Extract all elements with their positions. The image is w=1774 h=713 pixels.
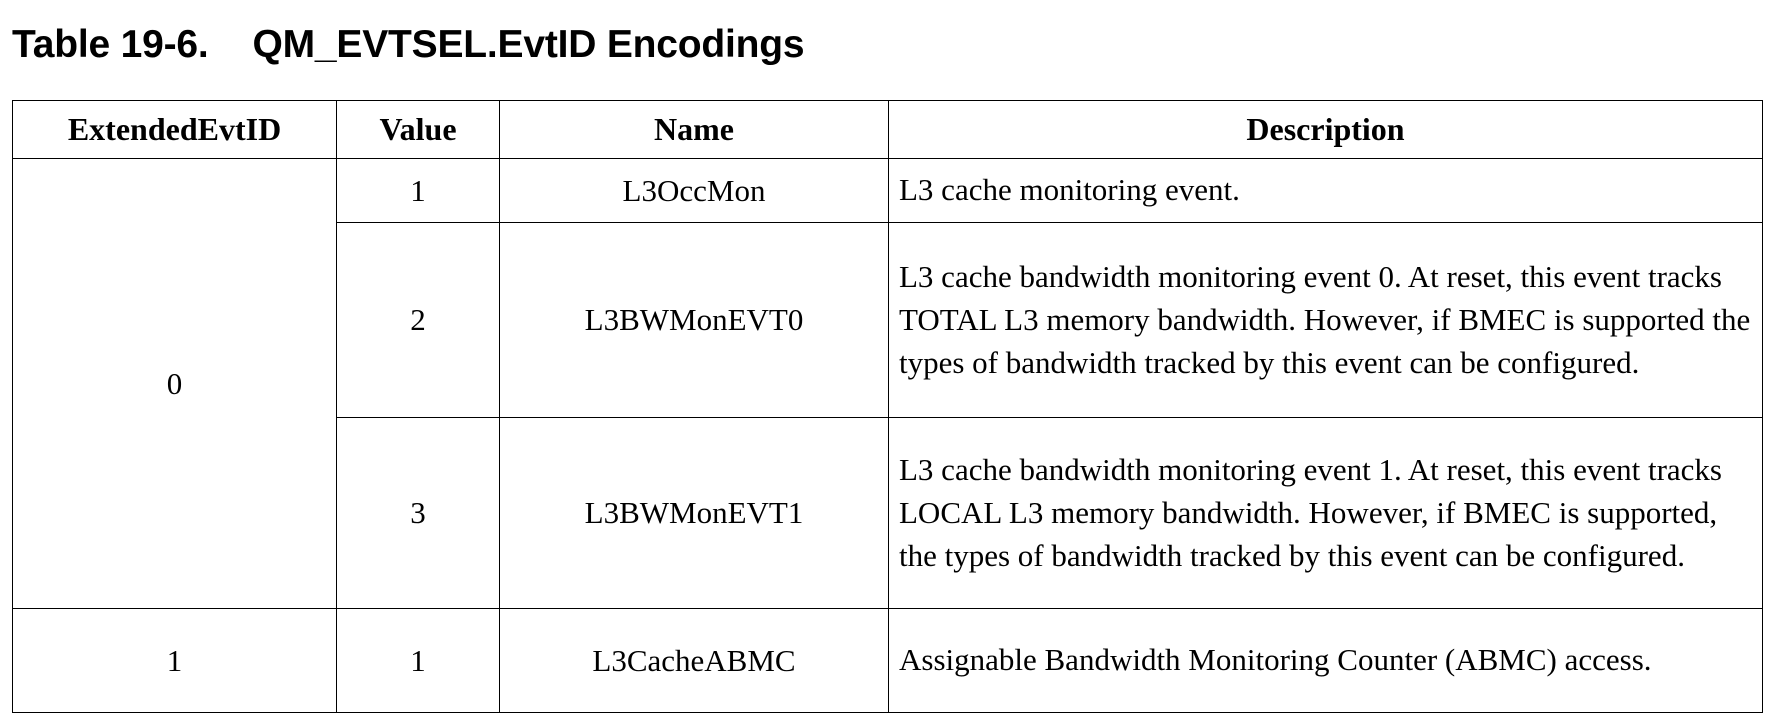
cell-value: 2	[336, 222, 500, 418]
cell-description: L3 cache bandwidth monitoring event 1. A…	[888, 417, 1763, 609]
cell-name: L3OccMon	[499, 158, 889, 223]
cell-extended-evt-id: 1	[12, 608, 337, 713]
cell-name: L3BWMonEVT0	[499, 222, 889, 418]
cell-value: 1	[336, 608, 500, 713]
table-caption: Table 19-6. QM_EVTSEL.EvtID Encodings	[12, 22, 805, 68]
cell-name: L3CacheABMC	[499, 608, 889, 713]
cell-value: 3	[336, 417, 500, 609]
cell-description: L3 cache monitoring event.	[888, 158, 1763, 223]
table-row: 2 L3BWMonEVT0 L3 cache bandwidth monitor…	[13, 222, 1763, 418]
header-extended-evt-id: ExtendedEvtID	[12, 100, 337, 159]
cell-name: L3BWMonEVT1	[499, 417, 889, 609]
table-row: 1 1 L3CacheABMC Assignable Bandwidth Mon…	[12, 608, 1763, 713]
header-name: Name	[499, 100, 889, 159]
table-title: QM_EVTSEL.EvtID Encodings	[252, 23, 805, 66]
cell-description: Assignable Bandwidth Monitoring Counter …	[888, 608, 1763, 713]
header-description: Description	[888, 100, 1763, 159]
cell-description: L3 cache bandwidth monitoring event 0. A…	[888, 222, 1763, 418]
table-number: Table 19-6.	[12, 23, 209, 66]
table-row: 3 L3BWMonEVT1 L3 cache bandwidth monitor…	[13, 417, 1763, 609]
header-value: Value	[336, 100, 500, 159]
cell-value: 1	[336, 158, 500, 223]
encodings-table: ExtendedEvtID Value Name Description 0 1…	[12, 100, 1763, 713]
table-row: 0 1 L3OccMon L3 cache monitoring event.	[12, 158, 1763, 609]
table-header-row: ExtendedEvtID Value Name Description	[12, 100, 1763, 159]
cell-extended-evt-id: 0	[12, 158, 337, 609]
